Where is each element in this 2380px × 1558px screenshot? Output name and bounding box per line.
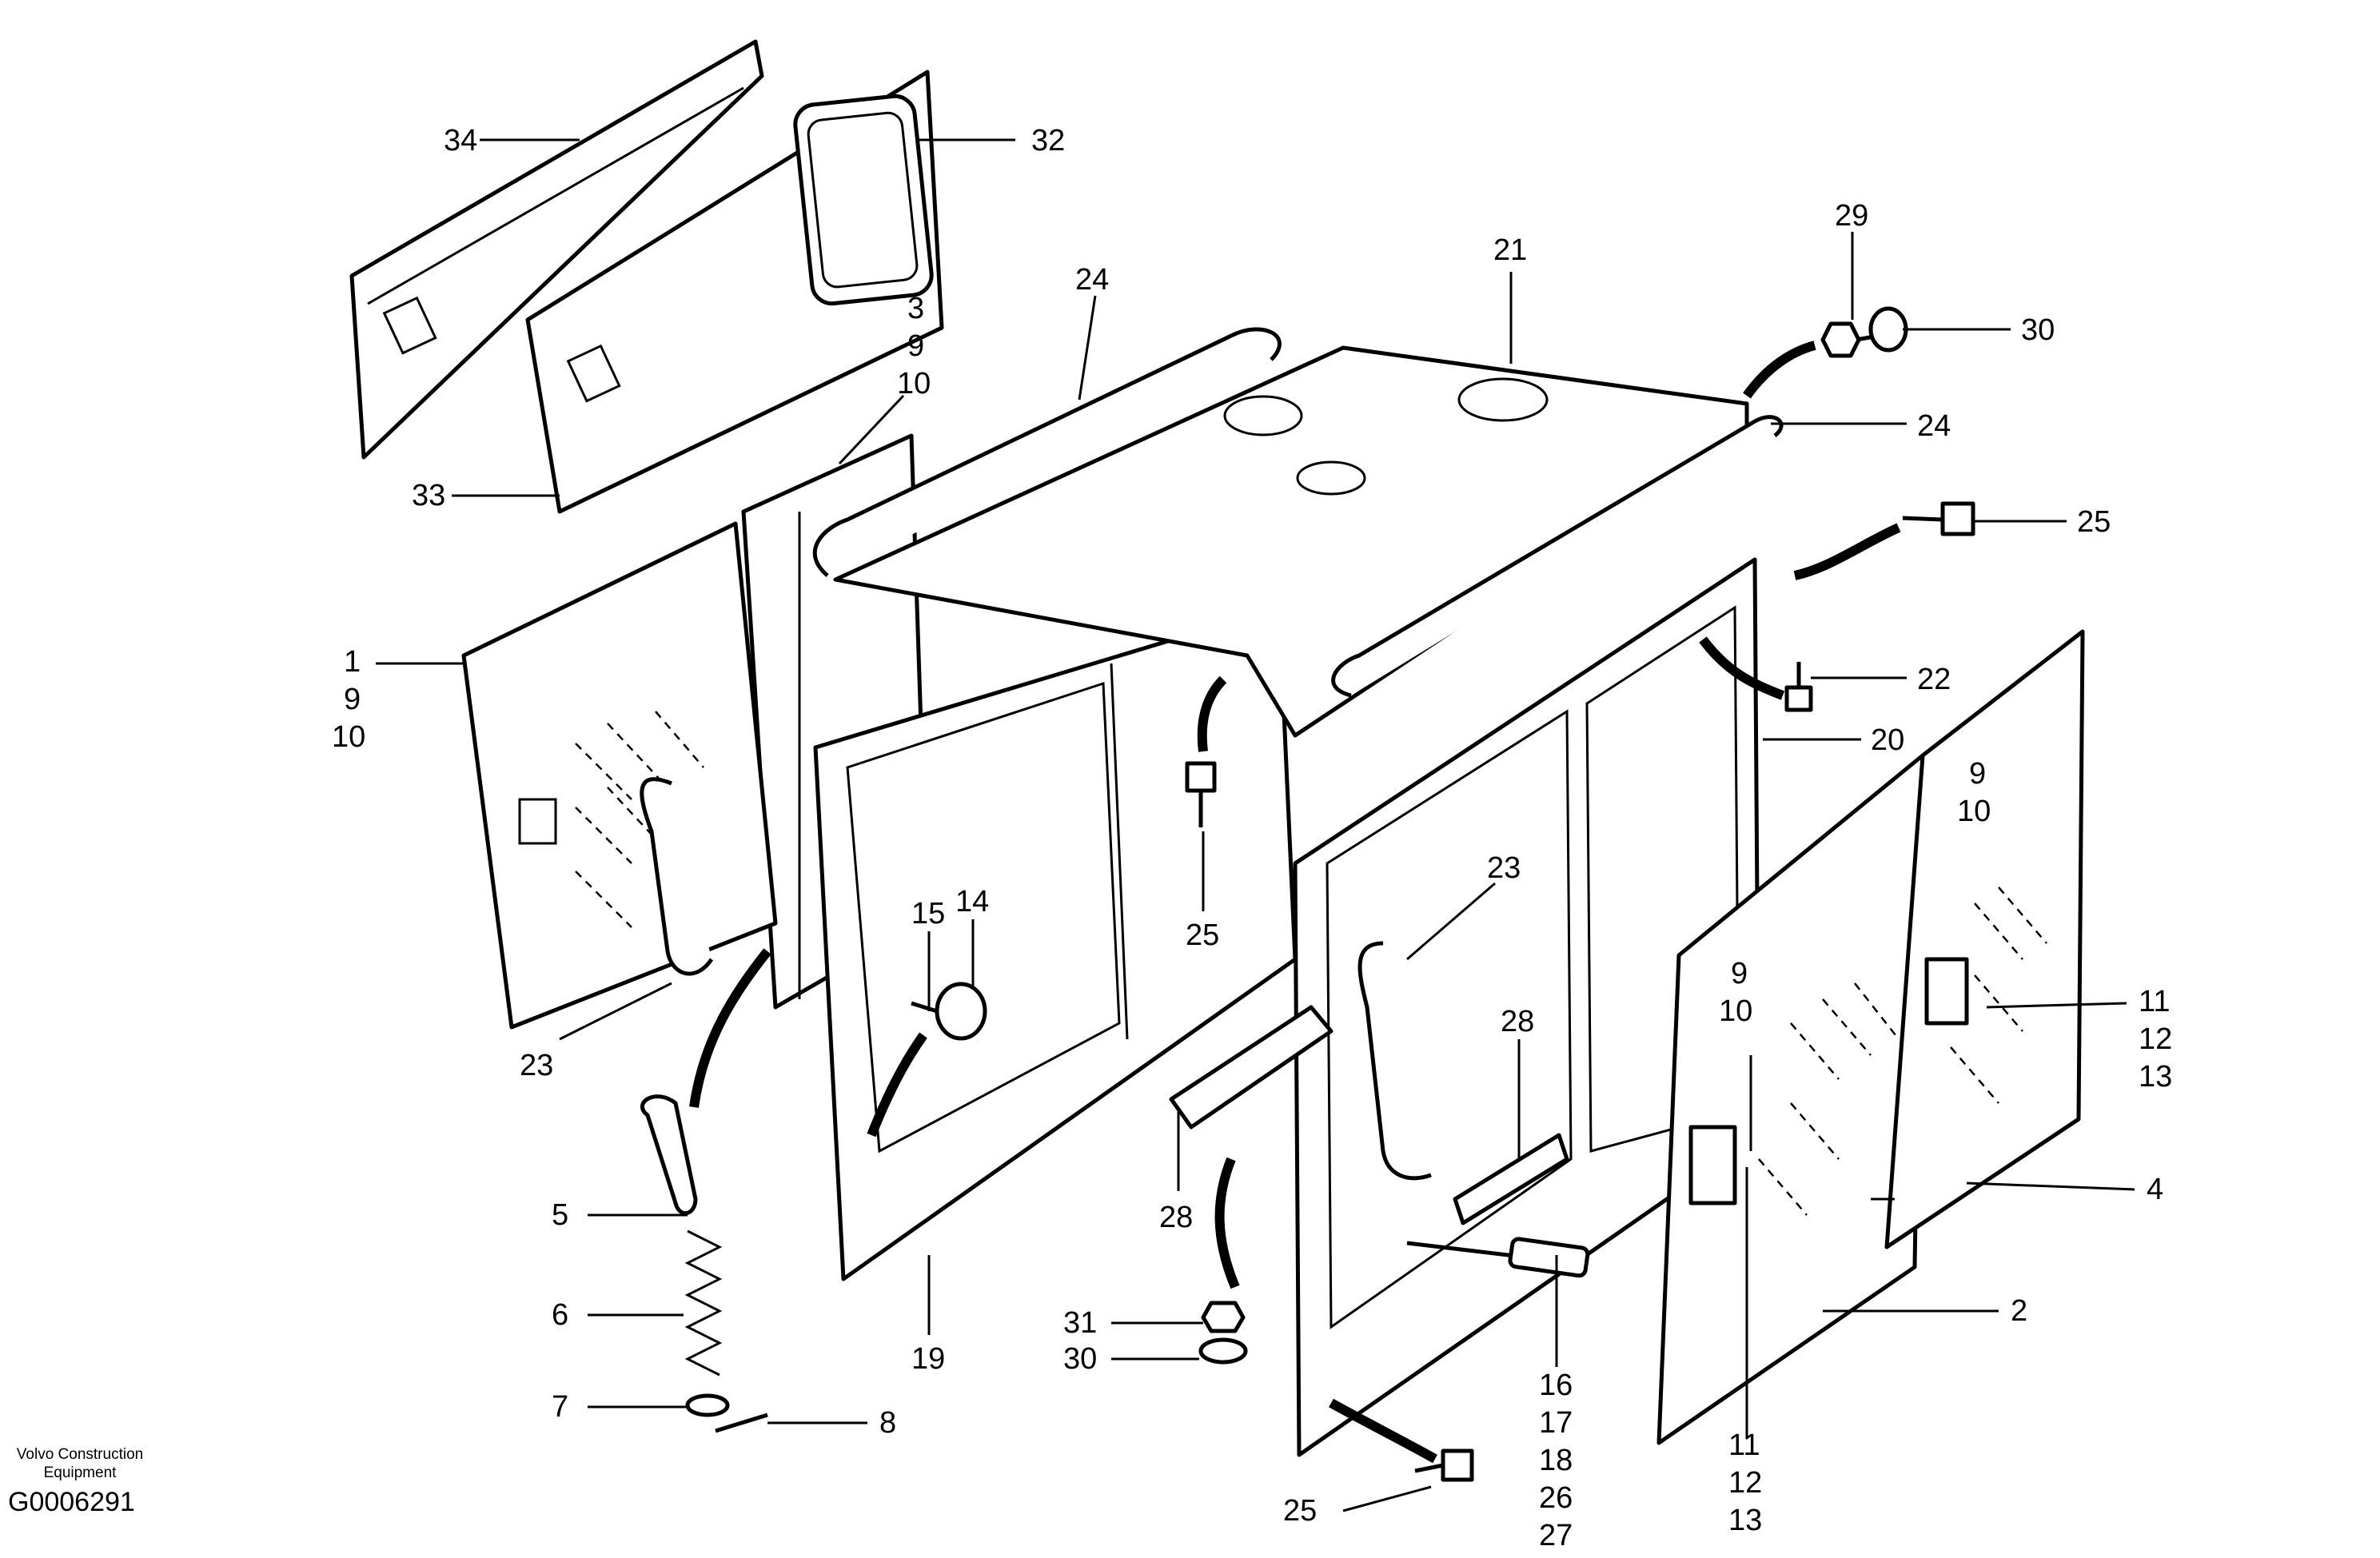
bolt-25-bottom <box>1414 1448 1474 1482</box>
leader-lines <box>376 138 2135 1512</box>
callout-10-b: 10 <box>332 720 365 754</box>
callout-33: 33 <box>412 479 445 512</box>
callout-34: 34 <box>444 124 477 157</box>
callout-5: 5 <box>552 1198 568 1232</box>
callout-9-d: 9 <box>1969 757 1986 791</box>
callout-12-a: 12 <box>2139 1022 2172 1056</box>
callout-28-b: 28 <box>1159 1201 1193 1234</box>
rail-28 <box>1169 1005 1569 1225</box>
callout-27: 27 <box>1539 1519 1573 1552</box>
callout-14: 14 <box>955 885 989 918</box>
cotter-pin-8 <box>715 1413 768 1433</box>
callout-24-a: 24 <box>1075 263 1109 297</box>
callout-25-c: 25 <box>1283 1494 1317 1528</box>
callout-25-b: 25 <box>1186 918 1219 952</box>
panel-34 <box>349 39 764 460</box>
callout-labels: 34 32 33 3 9 10 24 21 29 30 24 25 22 20 … <box>332 124 2172 1552</box>
callout-30-a: 30 <box>2021 313 2055 347</box>
callout-2: 2 <box>2011 1294 2027 1328</box>
callout-32: 32 <box>1031 124 1065 157</box>
callout-6: 6 <box>552 1298 568 1332</box>
assembly-arrows <box>689 341 1901 1464</box>
callout-9-b: 9 <box>344 683 361 716</box>
callout-19: 19 <box>911 1342 945 1376</box>
bolt-25-right <box>1902 501 1975 536</box>
callout-21: 21 <box>1493 233 1527 267</box>
callout-20: 20 <box>1871 723 1904 757</box>
callout-23-b: 23 <box>1487 851 1521 885</box>
callout-29: 29 <box>1835 199 1868 233</box>
callout-22: 22 <box>1917 663 1951 696</box>
callout-10-a: 10 <box>897 367 931 400</box>
callout-16: 16 <box>1539 1369 1573 1402</box>
footer-company: Volvo Construction Equipment <box>8 1445 152 1482</box>
callout-30-b: 30 <box>1063 1342 1097 1376</box>
callout-25-a: 25 <box>2077 505 2111 539</box>
callout-31: 31 <box>1063 1306 1097 1340</box>
callout-18: 18 <box>1539 1444 1573 1477</box>
washer-30-bottom <box>1198 1337 1248 1365</box>
callout-9-a: 9 <box>907 329 924 363</box>
footer-company-line2: Equipment <box>43 1464 117 1481</box>
rubber-stop-14 <box>911 982 987 1041</box>
callout-4: 4 <box>2147 1173 2163 1206</box>
callout-28-a: 28 <box>1501 1005 1534 1038</box>
footer-company-line1: Volvo Construction <box>16 1446 144 1463</box>
callout-15: 15 <box>911 897 945 930</box>
right-door-2 <box>1357 753 1925 1445</box>
washer-30-top <box>1868 306 1908 353</box>
washer-7 <box>685 1393 730 1417</box>
bolt-29 <box>1820 321 1880 358</box>
callout-26: 26 <box>1539 1481 1573 1515</box>
callout-3: 3 <box>907 292 924 325</box>
callout-11-b: 11 <box>1728 1428 1760 1462</box>
callout-13-a: 13 <box>2139 1060 2172 1094</box>
spring-6 <box>684 1229 723 1377</box>
callout-10-c: 10 <box>1719 994 1752 1028</box>
callout-7: 7 <box>552 1390 568 1424</box>
callout-24-b: 24 <box>1917 409 1951 443</box>
nut-31 <box>1201 1301 1246 1333</box>
gas-strut-16 <box>1406 1237 1590 1278</box>
callout-23-a: 23 <box>520 1049 553 1082</box>
pin-5 <box>640 1094 698 1215</box>
callout-13-b: 13 <box>1728 1504 1762 1537</box>
callout-9-c: 9 <box>1731 957 1748 990</box>
bolt-25-center <box>1185 761 1217 827</box>
callout-8: 8 <box>879 1406 896 1440</box>
far-right-door-4 <box>1884 629 2085 1249</box>
callout-12-b: 12 <box>1728 1466 1762 1500</box>
panel-33-with-window-32 <box>525 70 944 514</box>
bolt-22 <box>1784 662 1813 712</box>
callout-17: 17 <box>1539 1406 1573 1440</box>
figure-id: G0006291 <box>8 1487 135 1517</box>
callout-1: 1 <box>344 645 361 679</box>
roof-21 <box>812 327 1784 738</box>
callout-11-a: 11 <box>2139 985 2170 1018</box>
callout-10-d: 10 <box>1957 795 1991 828</box>
left-door-1 <box>461 521 778 1030</box>
